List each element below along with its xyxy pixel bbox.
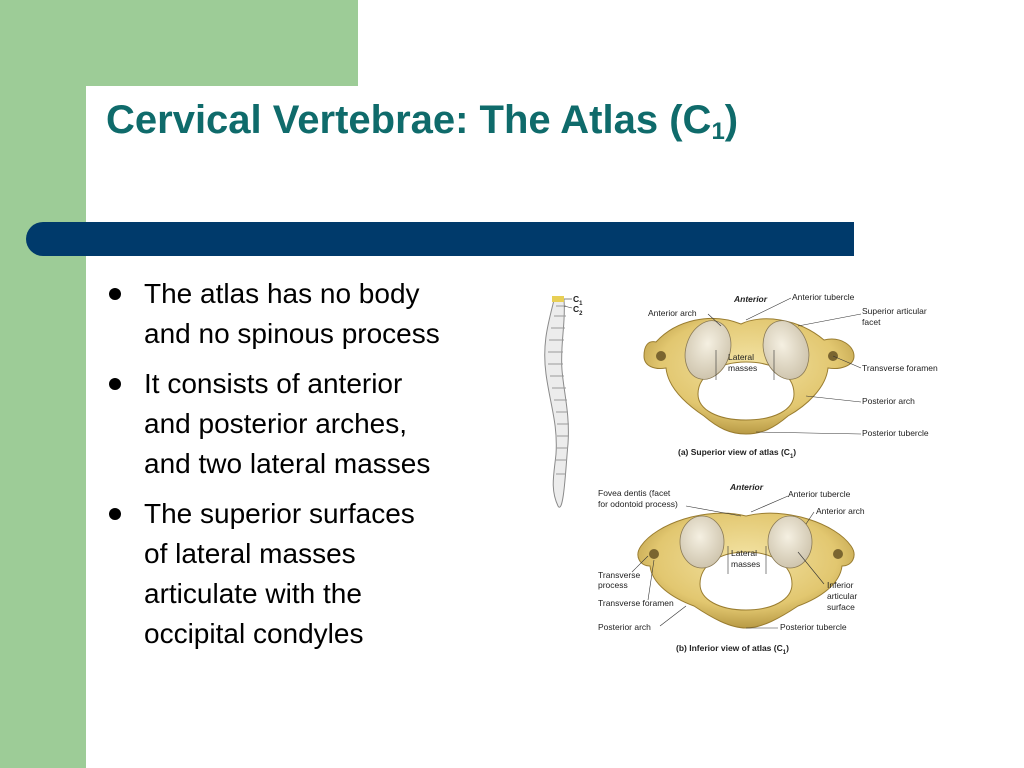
atlas-figure: C1 C2 Anterior Anterior tubercle Anterio… xyxy=(544,292,938,656)
superior-anterior-tubercle-label: Anterior tubercle xyxy=(792,292,855,302)
inferior-lateral-masses-label: masses xyxy=(731,559,760,569)
superior-orientation-label: Anterior xyxy=(733,294,768,304)
inferior-articular-surface-label: Inferior xyxy=(827,580,854,590)
fovea-dentis-label: for odontoid process) xyxy=(598,499,678,509)
slide-title: Cervical Vertebrae: The Atlas (C1) xyxy=(106,98,739,145)
inferior-view-caption: (b) Inferior view of atlas (C1) xyxy=(676,643,789,656)
spine-label-c2: C2 xyxy=(573,304,583,317)
bullet-list: The atlas has no body and no spinous pro… xyxy=(106,274,516,664)
content-corner xyxy=(86,86,146,146)
bullet-dot xyxy=(109,378,121,390)
superior-articular-facet-label: Superior articular xyxy=(862,306,927,316)
superior-view-leaders xyxy=(707,297,862,435)
spine-label-c1: C1 xyxy=(573,294,583,307)
inferior-view-bone xyxy=(637,512,855,629)
bullet-item: It consists of anterior and posterior ar… xyxy=(106,364,516,484)
inferior-anterior-tubercle-label: Anterior tubercle xyxy=(788,489,851,499)
inferior-orientation-label: Anterior xyxy=(729,482,764,492)
superior-anterior-arch-label: Anterior arch xyxy=(648,308,697,318)
superior-transverse-foramen-label: Transverse foramen xyxy=(862,363,938,373)
bullet-item: The atlas has no body and no spinous pro… xyxy=(106,274,516,354)
inferior-articular-surface-label: surface xyxy=(827,602,855,612)
fovea-dentis-label: Fovea dentis (facet xyxy=(598,488,671,498)
superior-view-bone xyxy=(643,317,855,435)
superior-lateral-masses-label: Lateral xyxy=(728,352,754,362)
superior-posterior-arch-label: Posterior arch xyxy=(862,396,915,406)
bullet-item: The superior surfaces of lateral masses … xyxy=(106,494,516,654)
bullet-dot xyxy=(109,288,121,300)
inferior-anterior-arch-label: Anterior arch xyxy=(816,506,865,516)
superior-posterior-tubercle-label: Posterior tubercle xyxy=(862,428,929,438)
inferior-view-leaders xyxy=(631,495,825,629)
inferior-transverse-foramen-label: Transverse foramen xyxy=(598,598,674,608)
superior-lateral-masses-label: masses xyxy=(728,363,757,373)
transverse-process-label: process xyxy=(598,580,628,590)
transverse-process-label: Transverse xyxy=(598,570,640,580)
superior-articular-facet-label: facet xyxy=(862,317,881,327)
bullet-dot xyxy=(109,508,121,520)
inferior-lateral-masses-label: Lateral xyxy=(731,548,757,558)
title-divider-bar xyxy=(26,222,854,256)
top-band xyxy=(0,0,358,86)
inferior-posterior-tubercle-label: Posterior tubercle xyxy=(780,622,847,632)
inferior-articular-surface-label: articular xyxy=(827,591,857,601)
spine-diagram xyxy=(544,296,573,508)
superior-view-caption: (a) Superior view of atlas (C1) xyxy=(678,447,796,460)
side-band xyxy=(0,0,86,768)
inferior-posterior-arch-label: Posterior arch xyxy=(598,622,651,632)
